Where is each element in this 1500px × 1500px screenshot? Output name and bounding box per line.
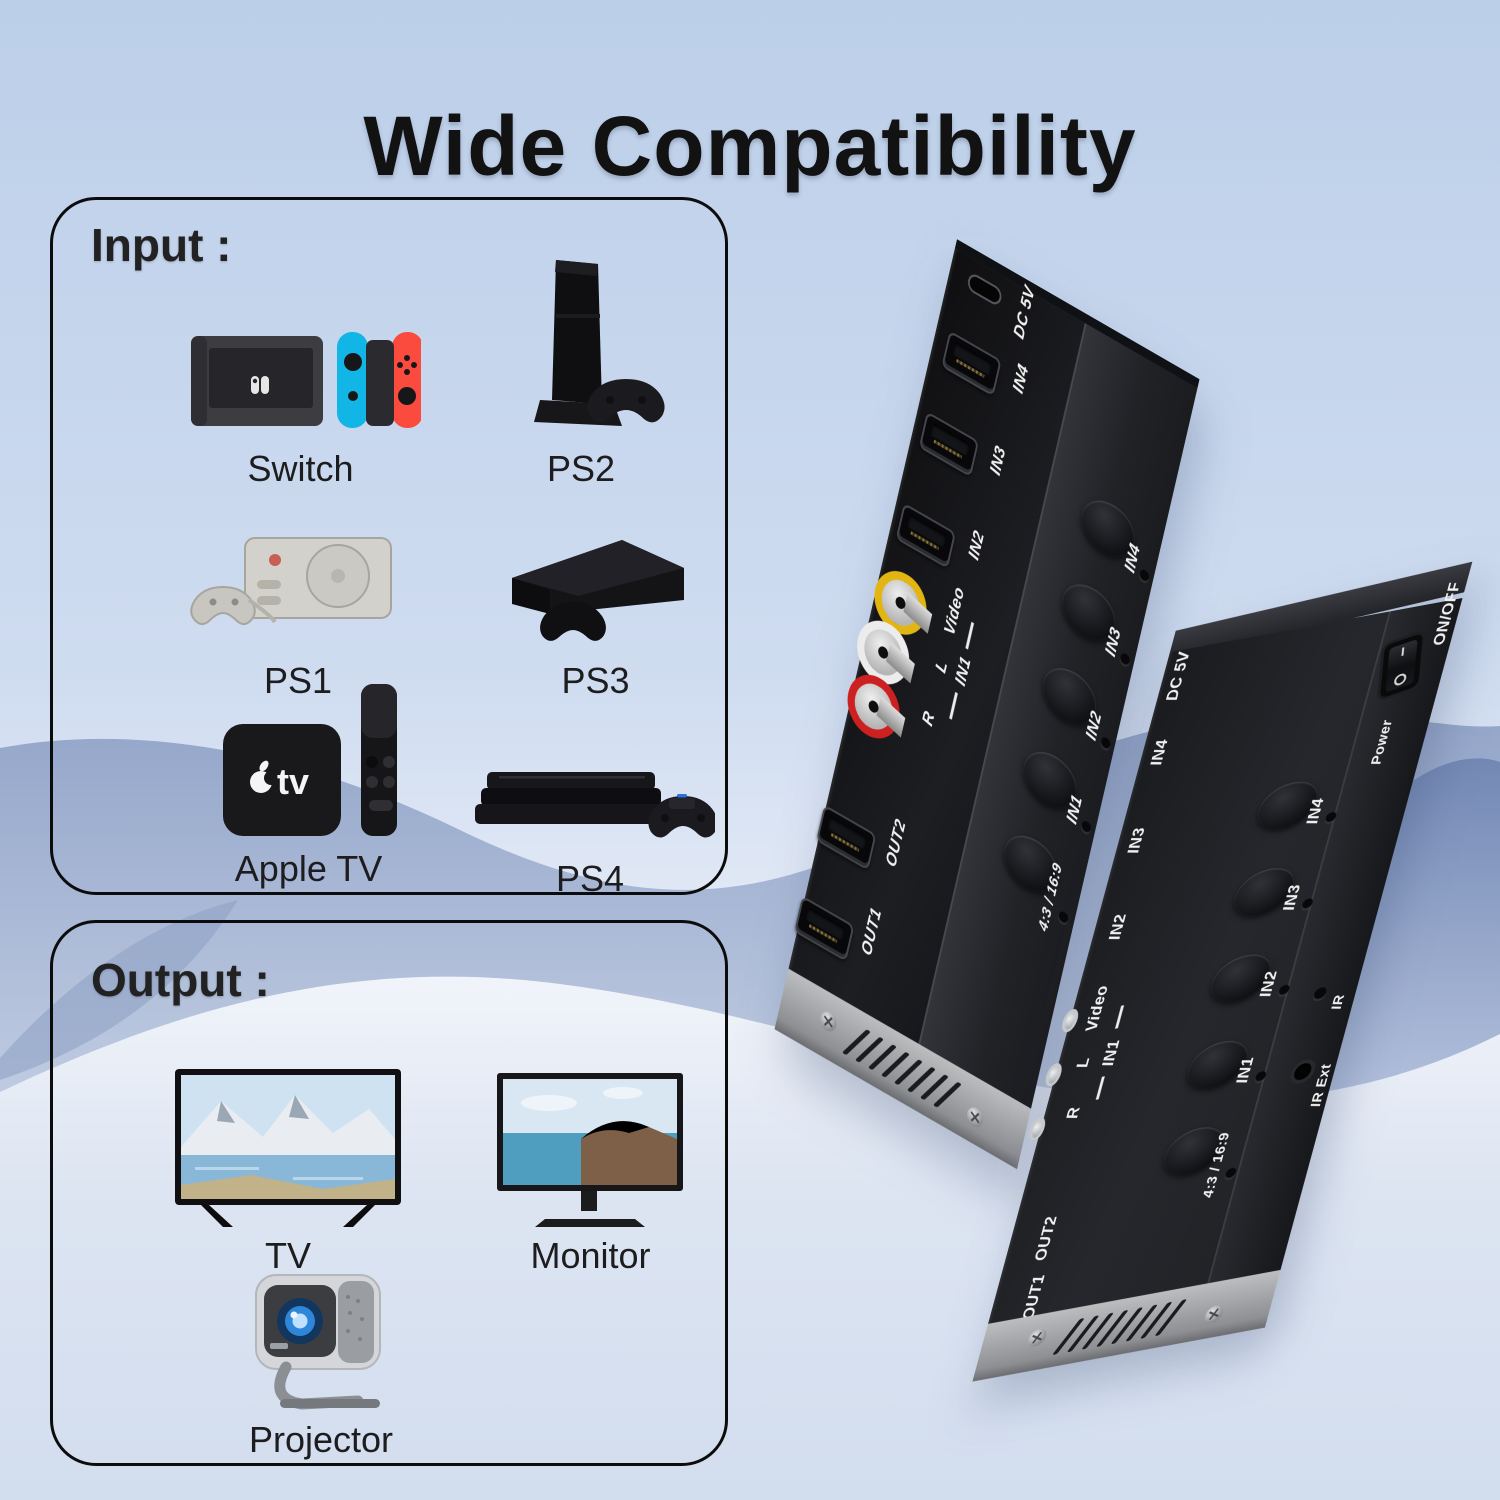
ps1-icon	[190, 537, 392, 625]
input-item-ps2: PS2	[491, 254, 671, 490]
output-item-tv: TV	[173, 1067, 403, 1277]
projector-icon	[254, 1274, 381, 1410]
input-item-ps1: PS1	[173, 504, 423, 702]
vent-slots	[1052, 1299, 1188, 1356]
input-item-apple-tv: tv Apple TV	[221, 678, 397, 890]
output-item-monitor: Monitor	[493, 1071, 688, 1277]
input-item-label: Apple TV	[234, 848, 383, 889]
nintendo-switch-icon	[190, 332, 421, 428]
input-item-switch: Switch	[178, 318, 423, 490]
output-item-label: Projector	[248, 1419, 394, 1460]
apple-tv-icon: tv	[222, 684, 397, 836]
input-item-label: PS1	[263, 660, 333, 701]
input-panel: Input : Switch	[50, 197, 728, 899]
output-heading: Output :	[91, 954, 270, 1006]
ps4-icon	[475, 772, 715, 838]
ps3-icon	[511, 540, 684, 641]
input-item-ps4: PS4	[465, 730, 715, 900]
wave-mound-left	[0, 900, 238, 1080]
output-item-label: TV	[264, 1235, 311, 1276]
screw	[1025, 1327, 1049, 1348]
screw	[965, 1104, 985, 1131]
monitor-icon	[497, 1073, 683, 1227]
ps2-icon	[533, 260, 665, 426]
input-item-label: PS2	[546, 448, 616, 489]
output-panel: Output : TV	[50, 920, 728, 1466]
screw	[1202, 1303, 1225, 1325]
page-title: Wide Compatibility	[363, 99, 1137, 194]
screw	[818, 1008, 839, 1035]
svg-text:tv: tv	[277, 761, 309, 802]
input-item-ps3: PS3	[483, 512, 708, 702]
tv-icon	[175, 1069, 401, 1227]
input-item-label: Switch	[247, 448, 354, 489]
input-item-label: PS4	[555, 858, 625, 899]
output-item-label: Monitor	[530, 1235, 651, 1276]
input-item-label: PS3	[561, 660, 630, 701]
input-heading: Input :	[91, 219, 232, 271]
output-item-projector: Projector	[231, 1267, 411, 1461]
